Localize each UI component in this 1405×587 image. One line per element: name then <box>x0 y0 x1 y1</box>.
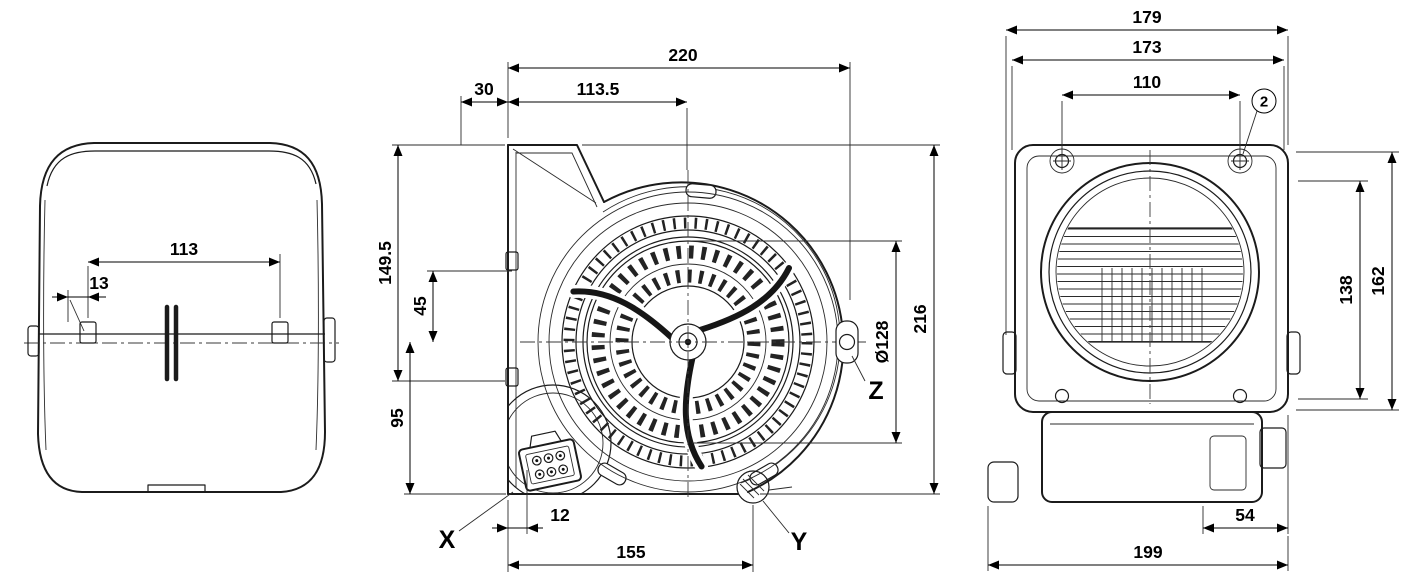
dimension-216: 216 <box>582 144 940 495</box>
mount-ear-top <box>685 183 717 199</box>
dimension-95: 95 <box>387 342 506 495</box>
bottom-foot <box>147 484 206 492</box>
side-tab-right <box>323 317 336 363</box>
hinge-tab-right <box>1286 331 1301 375</box>
dim-199-text: 199 <box>1133 542 1162 562</box>
label-z: Z <box>851 355 884 405</box>
front-view: 220 30 113.5 149.5 45 95 <box>375 45 940 572</box>
screw-top-left <box>1049 148 1075 174</box>
dimension-173: 173 <box>1011 37 1285 150</box>
label-x: X <box>439 491 514 554</box>
mount-ear-bottom-left <box>597 462 627 486</box>
dimension-13: 13 <box>52 273 109 332</box>
dim-179-text: 179 <box>1132 7 1161 27</box>
screw-bottom-left <box>1054 388 1070 404</box>
motor-connector <box>1259 427 1287 469</box>
side-tab-left <box>27 325 40 357</box>
housing-side-line-left <box>43 199 47 451</box>
dimension-12: 12 <box>492 470 570 572</box>
motor-grid <box>1101 268 1203 341</box>
dim-30-text: 30 <box>474 79 494 99</box>
inlet-funnel <box>507 144 605 203</box>
dim-dia-128-text: Ø128 <box>872 320 892 363</box>
dimension-30: 30 <box>460 79 508 145</box>
screw-bottom-right <box>1232 388 1248 404</box>
dimension-45: 45 <box>410 270 512 342</box>
impeller-spokes <box>566 261 796 473</box>
left-side-view: 113 13 <box>24 142 339 493</box>
housing-top-seam <box>46 150 317 187</box>
dim-113-5-text: 113.5 <box>577 79 620 99</box>
dim-12-text: 12 <box>550 505 570 525</box>
scroll-outline <box>603 181 845 493</box>
dim-113-text: 113 <box>170 239 198 259</box>
housing-outline <box>37 142 326 493</box>
dimension-220: 220 <box>507 45 851 300</box>
dimension-113-5: 113.5 <box>508 79 688 170</box>
dim-138-text: 138 <box>1336 275 1356 304</box>
right-side-view: 179 173 110 2 138 162 <box>987 7 1399 571</box>
hinge-bars <box>164 304 179 382</box>
label-y: Y <box>762 500 808 556</box>
dimension-138: 138 <box>1298 180 1368 400</box>
callout-2-circle <box>1251 88 1277 114</box>
inlet-funnel-diagonal <box>512 148 597 204</box>
dim-45-text: 45 <box>410 296 430 316</box>
scroll-inner <box>602 186 841 484</box>
wall-clip-upper <box>505 251 519 271</box>
dim-155-text: 155 <box>616 542 645 562</box>
dim-173-text: 173 <box>1132 37 1161 57</box>
dimension-162: 162 <box>1296 151 1399 411</box>
housing-inner <box>1026 155 1277 402</box>
dim-216-text: 216 <box>910 304 930 333</box>
callout-2-text: 2 <box>1260 94 1268 111</box>
mount-clip-left <box>79 321 97 344</box>
dimension-110: 110 <box>1061 72 1241 152</box>
mount-clip-right <box>271 321 289 344</box>
dimension-149-5: 149.5 <box>375 144 505 382</box>
dimension-199: 199 <box>987 506 1289 571</box>
screw-top-right <box>1227 148 1253 174</box>
label-x-text: X <box>439 526 456 554</box>
dim-95-text: 95 <box>387 408 407 428</box>
motor-box <box>1041 411 1287 503</box>
callout-2: 2 <box>1242 88 1277 155</box>
connector-pins <box>531 450 569 480</box>
dim-110-text: 110 <box>1133 72 1161 92</box>
inlet-funnel-inner <box>516 152 598 208</box>
hinge-tab-left <box>1002 331 1017 375</box>
y-tab <box>736 470 793 504</box>
rear-foot-bracket <box>987 461 1019 503</box>
label-z-text: Z <box>868 377 883 405</box>
dim-162-text: 162 <box>1368 266 1388 295</box>
wall-clip-lower <box>505 367 519 387</box>
lower-left-bulge <box>509 384 612 494</box>
dimension-113: 113 <box>87 239 281 318</box>
dimension-54: 54 <box>1202 415 1289 534</box>
dim-13-text: 13 <box>89 273 109 293</box>
dimension-dia-128: Ø128 <box>692 240 902 444</box>
dimension-155: 155 <box>508 505 754 572</box>
z-ear <box>835 320 859 364</box>
dim-220-text: 220 <box>668 45 697 65</box>
label-y-text: Y <box>791 528 808 556</box>
terminal-connector <box>517 430 583 492</box>
dim-54-text: 54 <box>1235 505 1255 525</box>
dim-149-5-text: 149.5 <box>375 241 395 285</box>
housing-side-line-right <box>315 199 319 451</box>
dimension-179: 179 <box>1005 7 1289 335</box>
